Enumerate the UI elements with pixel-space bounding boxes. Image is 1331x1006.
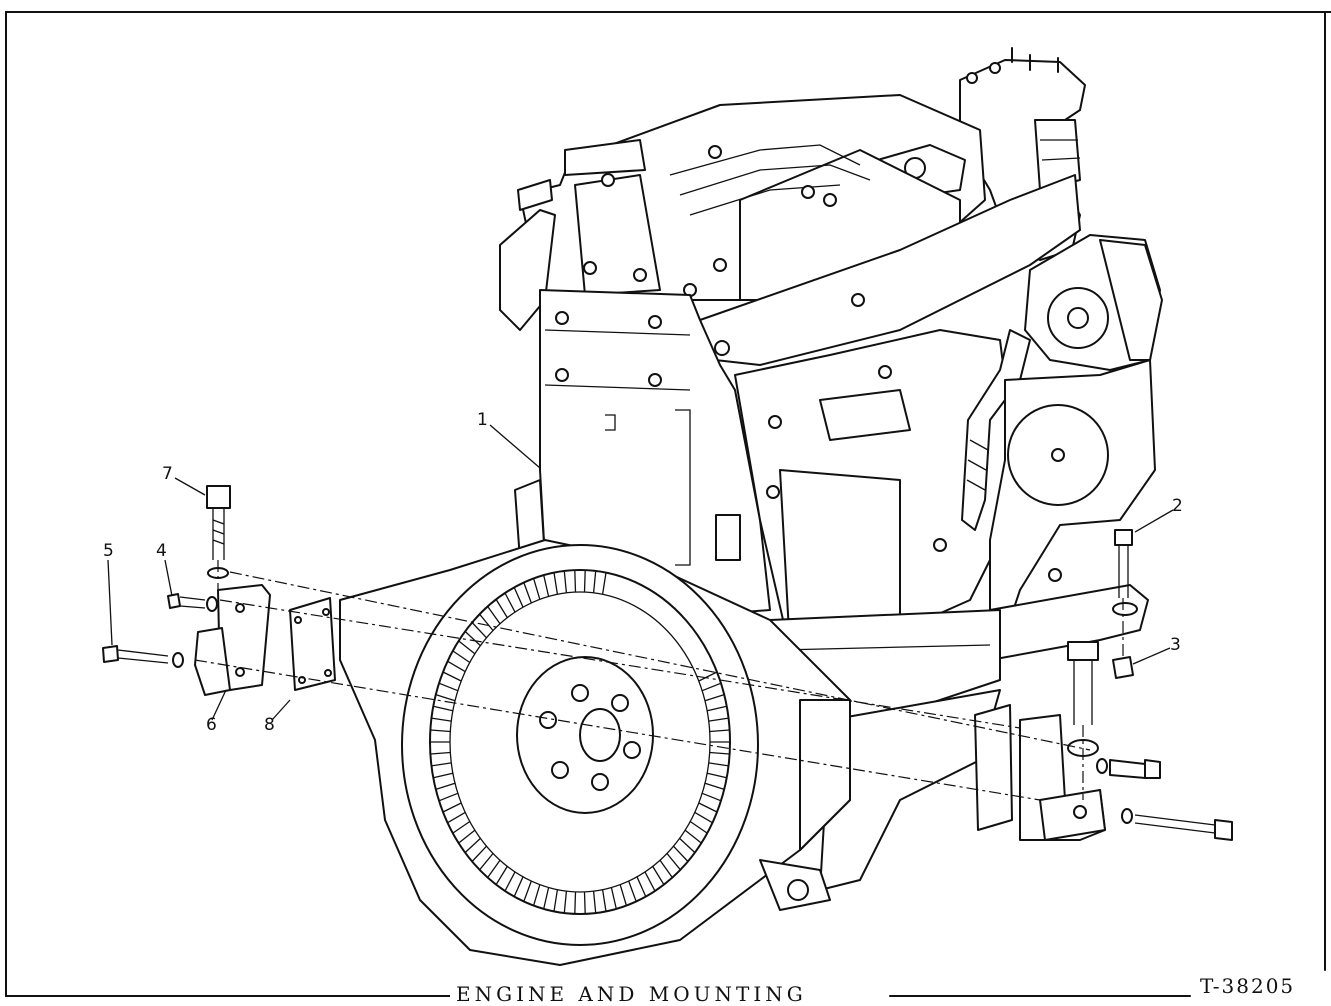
gear-tooth: [659, 859, 673, 878]
fuel-filter-housing: [734, 329, 1011, 651]
gear-tooth: [583, 891, 586, 914]
gear-tooth: [471, 845, 487, 862]
gear-tooth: [442, 671, 462, 682]
gear-tooth: [684, 829, 702, 844]
gear-tooth: [452, 820, 471, 834]
gear-tooth: [583, 570, 586, 593]
gear-tooth: [553, 572, 559, 595]
alignment-lines: [194, 560, 1124, 801]
gear-tooth: [644, 871, 656, 892]
gear-tooth: [707, 705, 727, 712]
gear-tooth: [479, 853, 494, 871]
gear-tooth: [435, 693, 456, 702]
gear-tooth: [458, 640, 476, 655]
gear-tooth: [504, 592, 516, 613]
gear-tooth: [636, 876, 647, 897]
gear-tooth: [447, 660, 466, 673]
gear-tooth: [532, 884, 541, 906]
callout-3: 3: [1170, 635, 1181, 655]
exhaust-manifold: [699, 174, 1081, 366]
gear-tooth: [543, 574, 550, 597]
callout-7: 7: [162, 464, 173, 484]
callout-6: 6: [206, 715, 217, 735]
cylinder-block: [514, 289, 771, 621]
gear-tooth: [652, 866, 665, 885]
gear-tooth: [430, 751, 451, 755]
gear-tooth: [707, 772, 727, 779]
gear-tooth: [666, 853, 681, 871]
gear-tooth: [708, 717, 729, 722]
gear-tooth: [495, 866, 508, 885]
left-bracket-parts: [102, 485, 336, 696]
gear-tooth: [592, 570, 597, 593]
figure-number: T-38205: [1200, 974, 1296, 998]
cylinder-head: [499, 94, 986, 331]
gear-tooth: [628, 880, 637, 902]
flywheel: [401, 544, 759, 946]
gear-tooth: [698, 802, 718, 813]
gear-tooth: [673, 845, 689, 862]
gear-tooth: [431, 762, 452, 767]
gear-tooth: [701, 682, 722, 692]
gear-tooth: [433, 705, 453, 712]
callout-1: 1: [477, 410, 488, 430]
gear-tooth: [704, 782, 725, 791]
gear-tooth: [543, 887, 550, 910]
gear-tooth: [704, 693, 725, 702]
gear-tooth: [504, 871, 516, 892]
gear-tooth: [679, 837, 696, 854]
gear-tooth: [698, 671, 718, 682]
gear-tooth: [447, 811, 466, 824]
gear-tooth: [513, 876, 524, 897]
gear-tooth: [574, 891, 577, 914]
right-bracket-parts: [974, 529, 1233, 841]
gear-tooth: [574, 570, 577, 593]
page-frame: [5, 11, 1331, 997]
gear-tooth: [694, 811, 713, 824]
gear-tooth: [487, 859, 501, 878]
gear-tooth: [435, 782, 456, 791]
gear-tooth: [523, 582, 532, 604]
gear-tooth: [452, 650, 471, 664]
gear-tooth: [464, 837, 481, 854]
callout-5: 5: [103, 541, 114, 561]
front-cover: [987, 359, 1156, 637]
ring-gear-teeth: [430, 570, 730, 914]
gear-tooth: [709, 751, 730, 755]
gear-tooth: [708, 762, 729, 767]
callout-4: 4: [156, 541, 167, 561]
callout-8: 8: [264, 715, 275, 735]
gear-tooth: [438, 792, 459, 802]
gear-tooth: [433, 772, 453, 779]
alternator: [1024, 234, 1163, 371]
gear-tooth: [601, 572, 607, 595]
gear-tooth: [553, 889, 559, 912]
gear-tooth: [709, 729, 730, 733]
gear-tooth: [523, 880, 532, 902]
gear-tooth: [601, 889, 607, 912]
gear-tooth: [701, 792, 722, 802]
gear-tooth: [513, 587, 524, 608]
gear-tooth: [479, 613, 494, 631]
gear-tooth: [458, 829, 476, 844]
gear-tooth: [495, 599, 508, 618]
gear-tooth: [563, 891, 568, 914]
gear-tooth: [464, 630, 481, 647]
gear-tooth: [689, 820, 708, 834]
gear-tooth: [431, 717, 452, 722]
gear-tooth: [563, 570, 568, 593]
gear-tooth: [610, 887, 617, 910]
gear-tooth: [442, 802, 462, 813]
leader-lines: [107, 424, 1174, 721]
gear-tooth: [471, 622, 487, 639]
callout-2: 2: [1172, 496, 1183, 516]
gear-tooth: [619, 884, 628, 906]
gear-tooth: [592, 891, 597, 914]
figure-caption: ENGINE AND MOUNTING: [450, 982, 813, 1006]
gear-tooth: [487, 606, 501, 625]
gear-tooth: [438, 682, 459, 692]
gear-tooth: [430, 729, 451, 733]
gear-tooth: [532, 578, 541, 600]
